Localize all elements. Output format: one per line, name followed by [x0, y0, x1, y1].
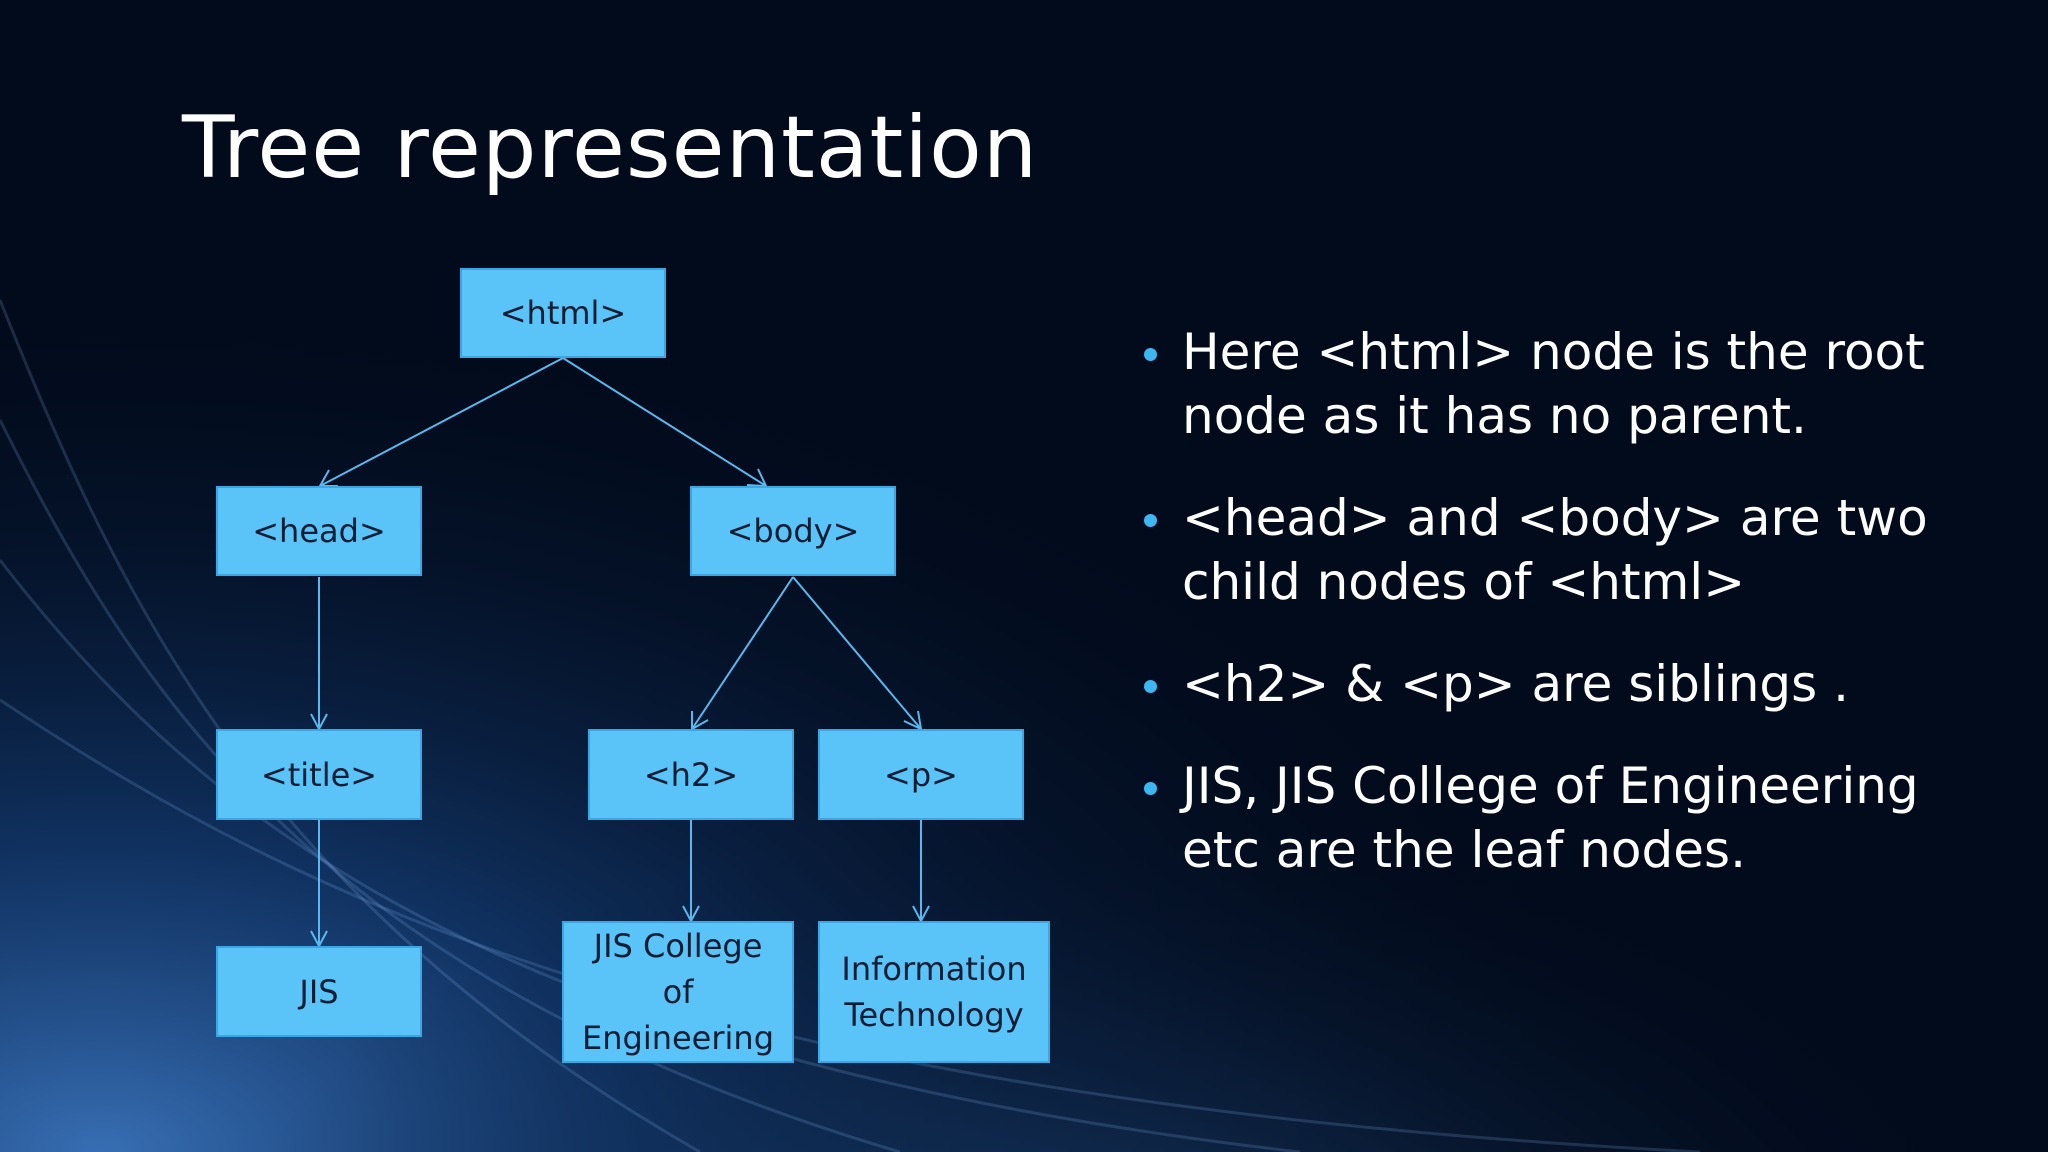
node-title-label: <title> — [260, 755, 378, 794]
edge-html-head — [319, 357, 564, 487]
node-h2-label: <h2> — [643, 755, 739, 794]
node-information-technology-line-1: Information — [841, 950, 1027, 988]
bullet-text: Here <html> node is the root node as it … — [1182, 323, 1925, 445]
bullet-list: Here <html> node is the root node as it … — [1142, 320, 2002, 920]
bullet-dot-icon — [1144, 680, 1157, 693]
edge-body-h2 — [691, 576, 794, 730]
bullet-item: Here <html> node is the root node as it … — [1142, 320, 2002, 448]
node-jis-college-line-1: JIS College — [593, 927, 763, 965]
node-head-label: <head> — [252, 512, 386, 550]
bullet-item: <h2> & <p> are siblings . — [1142, 652, 2002, 716]
node-h2: <h2> — [588, 729, 794, 820]
slide-title: Tree representation — [182, 98, 1039, 198]
node-title: <title> — [216, 729, 422, 820]
node-jis-college-line-2: of — [662, 973, 694, 1011]
bullet-dot-icon — [1144, 514, 1157, 527]
node-html-label: <html> — [499, 294, 627, 332]
node-p-label: <p> — [884, 755, 958, 794]
edge-html-body — [562, 357, 767, 487]
node-html: <html> — [460, 268, 666, 358]
bullet-text: JIS, JIS College of Engineering etc are … — [1182, 757, 1919, 879]
node-information-technology: Information Technology — [818, 921, 1050, 1063]
node-information-technology-line-2: Technology — [844, 996, 1024, 1034]
bullet-dot-icon — [1144, 782, 1157, 795]
bullet-text: <head> and <body> are two child nodes of… — [1182, 489, 1928, 611]
bullet-item: <head> and <body> are two child nodes of… — [1142, 486, 2002, 614]
node-p: <p> — [818, 729, 1024, 820]
node-jis-college-line-3: Engineering — [582, 1019, 774, 1057]
edge-body-p — [792, 576, 922, 730]
node-body: <body> — [690, 486, 896, 576]
node-jis-label: JIS — [299, 972, 339, 1011]
node-jis-college: JIS College of Engineering — [562, 921, 794, 1063]
node-jis: JIS — [216, 946, 422, 1037]
bullet-dot-icon — [1144, 348, 1157, 361]
node-head: <head> — [216, 486, 422, 576]
node-body-label: <body> — [726, 512, 860, 550]
bullet-item: JIS, JIS College of Engineering etc are … — [1142, 754, 2002, 882]
bullet-text: <h2> & <p> are siblings . — [1182, 655, 1849, 713]
